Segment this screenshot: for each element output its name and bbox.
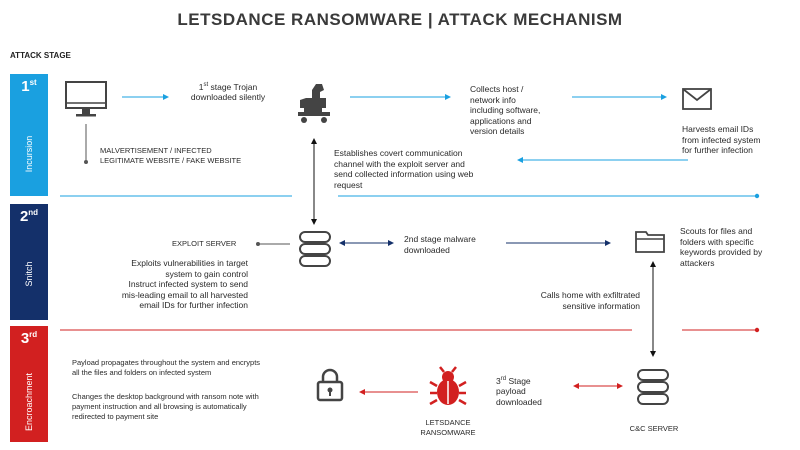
stage2-divider-end — [754, 327, 760, 333]
scouts-label: Scouts for files and folders with specif… — [680, 226, 763, 268]
collects-label: Collects host / network info including s… — [470, 84, 541, 136]
lock-icon — [316, 368, 344, 402]
exploit-server-icon — [299, 231, 331, 267]
stage-band-incursion: 1st Incursion — [10, 74, 48, 196]
cc-server-icon — [637, 369, 669, 405]
stage-band-snitch: 2nd Snitch — [10, 204, 48, 320]
exploits-label: Exploits vulnerabilities in target syste… — [121, 258, 248, 310]
stage3-payload-label: 3rd Stage payload downloaded — [496, 375, 542, 407]
calls-home-label: Calls home with exfiltrated sensitive in… — [540, 290, 640, 311]
connector-exploit-dot — [256, 242, 260, 246]
trojan-label: 1st stage Trojan downloaded silently — [190, 81, 266, 103]
email-icon — [682, 88, 712, 110]
malvertisement-label: MALVERTISEMENT / INFECTED LEGITIMATE WEB… — [100, 146, 242, 165]
stage-number: 2nd — [19, 208, 39, 225]
changes-desktop-label: Changes the desktop background with rans… — [72, 392, 259, 421]
payload-propagates-label: Payload propagates throughout the system… — [72, 358, 261, 377]
folder-icon — [635, 231, 665, 253]
trojan-horse-icon — [298, 84, 330, 123]
stage-number: 3rd — [20, 330, 38, 347]
letsdance-label: LETSDANCE RANSOMWARE — [420, 418, 476, 437]
attack-stage-header: ATTACK STAGE — [10, 51, 71, 60]
connector-malvertisement-dot — [84, 160, 88, 164]
stage2-malware-label: 2nd stage malware downloaded — [404, 234, 476, 255]
computer-icon — [65, 81, 107, 117]
ransomware-bug-icon — [429, 366, 467, 406]
stage-number: 1st — [21, 78, 37, 95]
cc-server-label: C&C SERVER — [629, 424, 679, 433]
harvests-label: Harvests email IDs from infected system … — [682, 124, 761, 155]
stage1-divider-end — [754, 193, 760, 199]
covert-channel-label: Establishes covert communication channel… — [334, 148, 474, 190]
exploit-server-label: EXPLOIT SERVER — [172, 239, 237, 248]
stage-band-encroachment: 3rd Encroachment — [10, 326, 48, 442]
page-title: LETSDANCE RANSOMWARE | ATTACK MECHANISM — [177, 10, 623, 29]
